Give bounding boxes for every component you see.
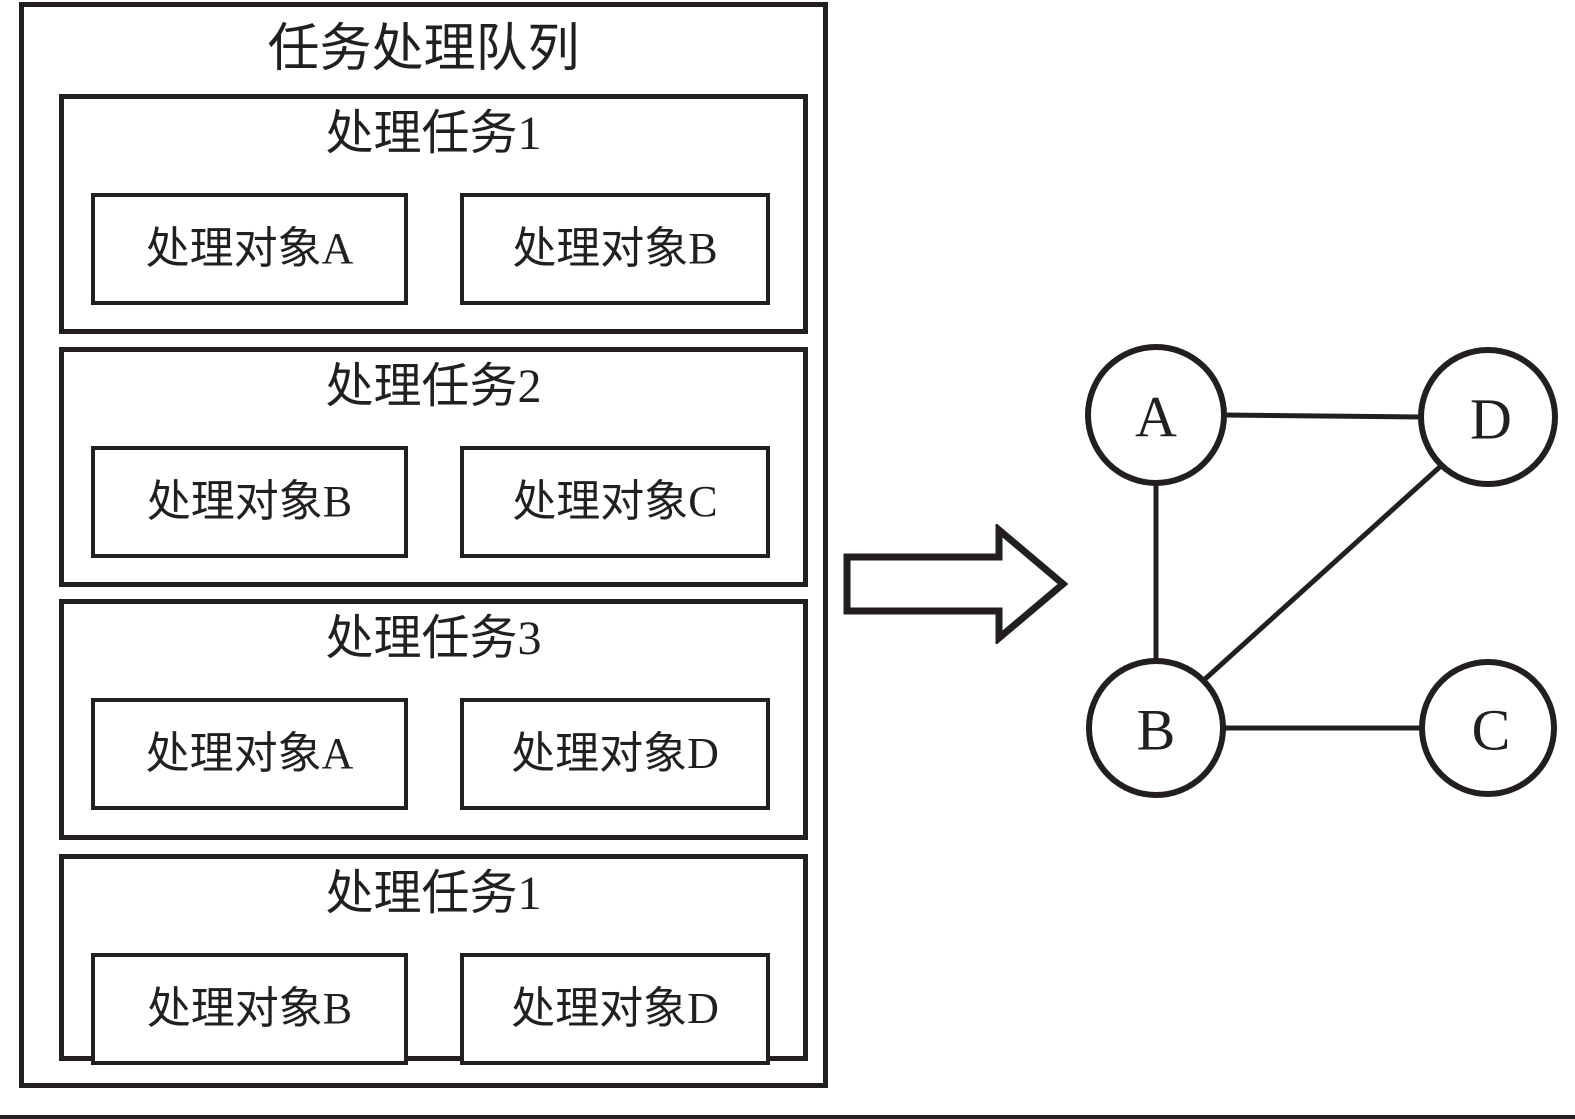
task-1-object-right[interactable]: 处理对象B	[460, 193, 770, 305]
page-bottom-rule	[0, 1115, 1575, 1119]
object-label: 处理对象A	[145, 224, 354, 273]
task-title-1: 处理任务1	[325, 107, 542, 160]
graph-edges	[1153, 412, 1444, 731]
edge-b-d	[1202, 463, 1444, 682]
task-3-object-right[interactable]: 处理对象D	[460, 698, 770, 810]
task-block-3[interactable]: 处理任务3 处理对象A 处理对象D	[59, 599, 808, 840]
task-block-1[interactable]: 处理任务1 处理对象A 处理对象B	[59, 94, 808, 334]
task-title-3: 处理任务3	[325, 612, 542, 665]
graph-node-a-label: A	[1135, 385, 1177, 450]
graph-node-c[interactable]	[1419, 659, 1557, 797]
graph-node-b-label: B	[1137, 698, 1176, 763]
object-label: 处理对象D	[511, 729, 719, 778]
object-label: 处理对象C	[512, 477, 718, 526]
task-3-object-left[interactable]: 处理对象A	[91, 698, 408, 810]
graph-node-b[interactable]	[1086, 658, 1226, 798]
object-label: 处理对象B	[146, 984, 353, 1033]
transform-arrow	[843, 522, 1069, 646]
queue-title: 任务处理队列	[267, 21, 580, 78]
task-1-object-left[interactable]: 处理对象A	[91, 193, 408, 305]
object-label: 处理对象D	[511, 984, 719, 1033]
task-2-object-left[interactable]: 处理对象B	[91, 446, 408, 558]
task-queue-container: 任务处理队列 处理任务1 处理对象A 处理对象B 处理任务2 处理对象B 处理对…	[19, 2, 828, 1088]
graph-node-d[interactable]	[1418, 347, 1558, 487]
task-block-4[interactable]: 处理任务1 处理对象B 处理对象D	[59, 854, 808, 1065]
edge-a-d	[1223, 412, 1422, 420]
object-label: 处理对象B	[512, 224, 718, 273]
task-title-4: 处理任务1	[325, 867, 542, 920]
task-block-2[interactable]: 处理任务2 处理对象B 处理对象C	[59, 347, 808, 587]
right-block-arrow-icon	[843, 522, 1069, 646]
task-title-2: 处理任务2	[325, 360, 542, 413]
graph-node-d-label: D	[1470, 387, 1512, 452]
object-label: 处理对象A	[145, 729, 354, 778]
dependency-graph: A D B C	[1050, 320, 1575, 820]
graph-node-c-label: C	[1472, 698, 1511, 763]
task-4-object-left[interactable]: 处理对象B	[91, 953, 408, 1065]
task-2-object-right[interactable]: 处理对象C	[460, 446, 770, 558]
task-4-object-right[interactable]: 处理对象D	[460, 953, 770, 1065]
graph-node-a[interactable]	[1085, 344, 1227, 486]
graph-nodes: A D B C	[1085, 344, 1558, 798]
object-label: 处理对象B	[146, 477, 353, 526]
